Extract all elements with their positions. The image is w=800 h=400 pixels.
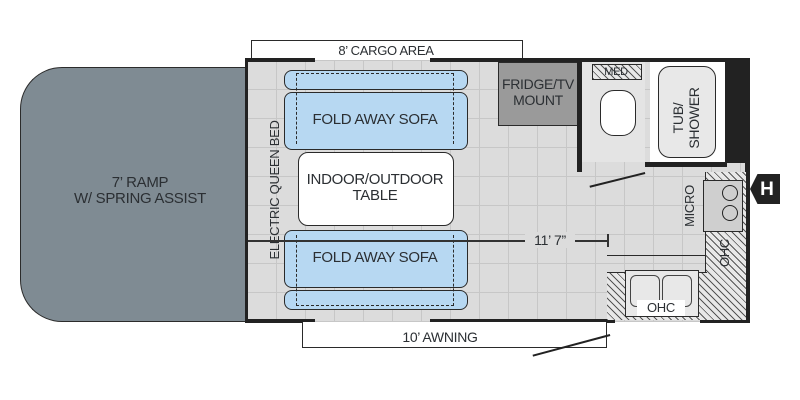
table-label: INDOOR/OUTDOOR TABLE: [298, 172, 452, 204]
awning-label: 10’ AWNING: [402, 329, 478, 345]
dimension-line: [248, 240, 608, 242]
indoor-outdoor-table: [298, 152, 454, 226]
sofa-top-back: [284, 70, 468, 90]
fridge-label-line2: MOUNT: [513, 92, 563, 108]
kitchen-counter-edge: [607, 255, 706, 273]
fridge-label: FRIDGE/TV MOUNT: [498, 76, 578, 108]
tub-label-line2: SHOWER: [686, 87, 702, 149]
sofa-top-fold-outline: [296, 73, 454, 144]
toilet-icon: [600, 90, 636, 136]
wall-bottom-left: [245, 319, 315, 323]
cargo-area-label: 8’ CARGO AREA: [338, 43, 434, 58]
wall-front-thick: [725, 58, 747, 163]
ohc-side-label: OHC: [717, 239, 732, 267]
tub-shower: [658, 66, 716, 158]
tub-label-line1: TUB/: [670, 102, 686, 134]
table-label-line2: TABLE: [352, 187, 398, 204]
bathroom-wall-bottom: [645, 162, 727, 167]
wall-bottom-right: [700, 319, 750, 323]
burner-icon: [722, 185, 738, 201]
wall-rear: [245, 58, 248, 323]
fridge-label-line1: FRIDGE/TV: [502, 76, 574, 92]
sofa-bottom-fold-outline: [296, 235, 454, 306]
awning-box: [302, 322, 607, 348]
ramp: [20, 67, 251, 322]
wall-top-left: [245, 58, 315, 62]
wall-bottom-mid: [430, 319, 615, 323]
stove-icon: [703, 180, 743, 232]
dimension-label: 11’ 7”: [525, 232, 575, 248]
sofa-bottom: [284, 230, 468, 288]
med-label: MED: [604, 66, 628, 78]
electric-queen-bed-label: ELECTRIC QUEEN BED: [267, 120, 282, 260]
sofa-top-label: FOLD AWAY SOFA: [312, 111, 438, 128]
table-label-line1: INDOOR/OUTDOOR: [306, 171, 444, 188]
burner-icon: [722, 205, 738, 221]
sofa-bottom-label: FOLD AWAY SOFA: [312, 249, 438, 266]
wall-top-right: [430, 58, 750, 62]
sofa-top: [284, 92, 468, 150]
heater-badge: [750, 174, 780, 204]
ramp-label-line1: 7’ RAMP: [111, 174, 169, 191]
micro-label: MICRO: [682, 185, 697, 227]
heater-badge-label: H: [760, 179, 774, 200]
ohc-sink-label: OHC: [637, 300, 685, 316]
wall-front: [745, 58, 750, 323]
ramp-label-line2: W/ SPRING ASSIST: [74, 190, 206, 207]
ramp-label: 7’ RAMP W/ SPRING ASSIST: [40, 175, 240, 207]
tub-label: TUB/ SHOWER: [670, 78, 702, 158]
dimension-tick: [607, 234, 609, 247]
bathroom-wall: [577, 62, 582, 172]
fridge-tv-mount: [498, 62, 580, 126]
medicine-cabinet: [592, 64, 642, 80]
